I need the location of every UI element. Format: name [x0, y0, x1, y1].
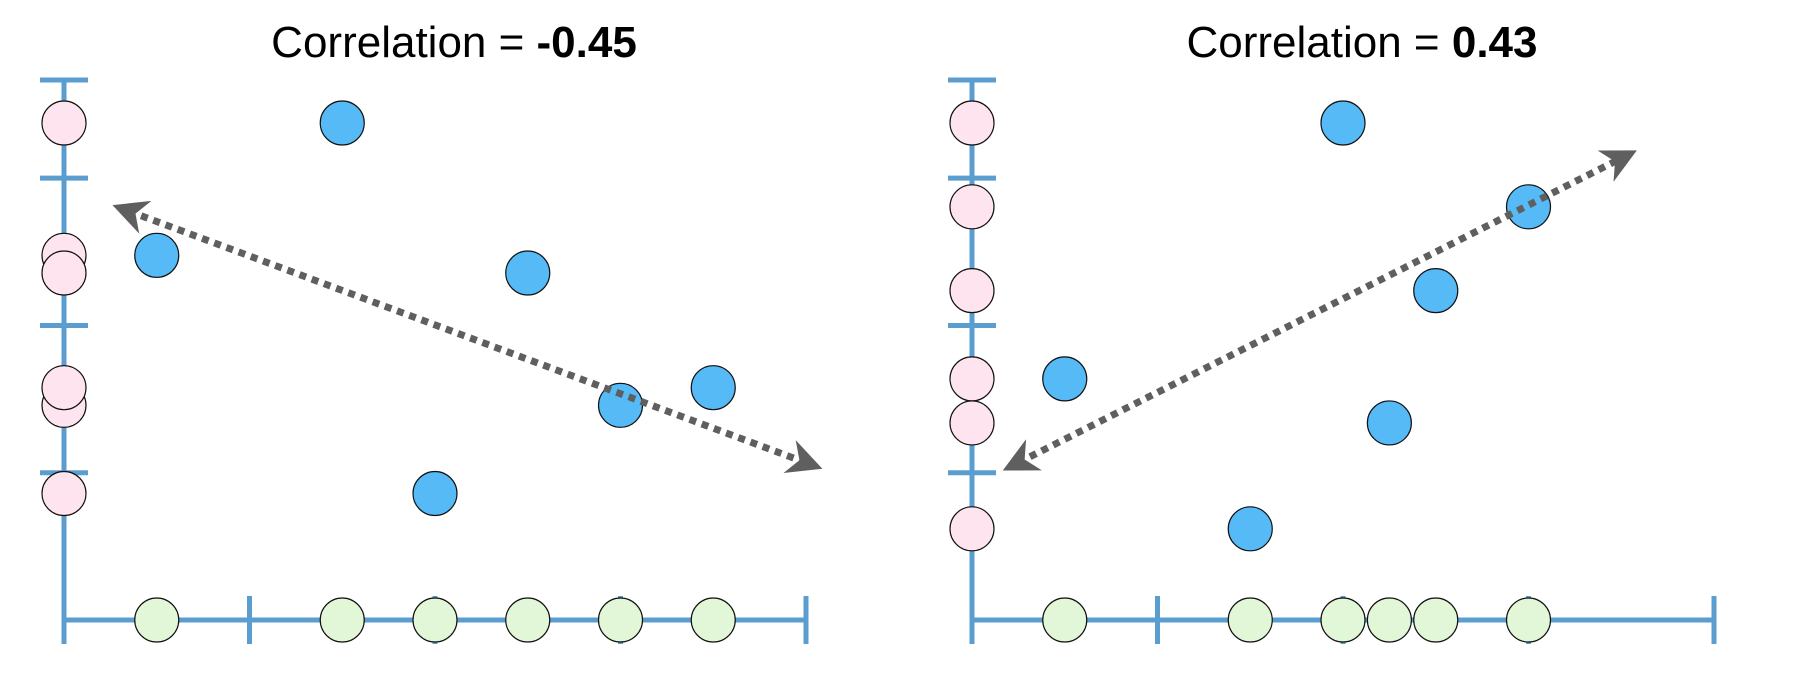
scatter-plot: [40, 77, 823, 644]
scatter-panel-left: Correlation = -0.45: [0, 18, 908, 644]
x-rug-point: [1505, 597, 1552, 643]
title-prefix: Correlation =: [1186, 18, 1452, 67]
y-rug-point: [41, 470, 87, 517]
x-rug-point: [134, 597, 180, 643]
y-rug-point: [41, 365, 87, 411]
data-point: [690, 365, 736, 411]
x-rug-point: [1366, 597, 1412, 643]
data-point: [1366, 400, 1412, 446]
trend-arrow: [112, 200, 823, 473]
data-point: [319, 100, 365, 146]
y-rug-point: [41, 250, 87, 296]
chart-title: Correlation = -0.45: [0, 18, 908, 68]
x-rug-point: [505, 597, 551, 643]
data-point: [1413, 268, 1459, 314]
y-rug-point: [949, 400, 995, 446]
data-point: [1042, 356, 1088, 402]
y-rug-point: [949, 506, 995, 552]
y-rug-point: [949, 100, 995, 146]
title-prefix: Correlation =: [271, 18, 537, 67]
y-rug-point: [949, 184, 995, 230]
x-rug-point: [319, 597, 365, 643]
data-point: [134, 232, 180, 278]
data-point: [1227, 506, 1273, 552]
scatter-plot: [948, 77, 1717, 644]
x-rug-point: [1320, 597, 1366, 643]
x-rug-point: [597, 597, 644, 643]
x-rug-point: [1227, 597, 1273, 643]
data-point: [505, 250, 551, 296]
correlation-value: -0.45: [536, 18, 637, 67]
x-rug-point: [1413, 597, 1459, 643]
y-rug-point: [949, 356, 995, 402]
y-rug-point: [949, 268, 995, 314]
trend-arrow: [1002, 150, 1637, 471]
data-point: [412, 470, 458, 517]
x-rug-point: [690, 597, 736, 643]
correlation-value: 0.43: [1451, 18, 1538, 67]
data-point: [1505, 184, 1552, 230]
chart-title: Correlation = 0.43: [908, 18, 1816, 68]
x-rug-point: [412, 597, 458, 643]
x-rug-point: [1042, 597, 1088, 643]
data-point: [1320, 100, 1366, 146]
scatter-panel-right: Correlation = 0.43: [908, 0, 1816, 681]
y-rug-point: [41, 100, 87, 146]
